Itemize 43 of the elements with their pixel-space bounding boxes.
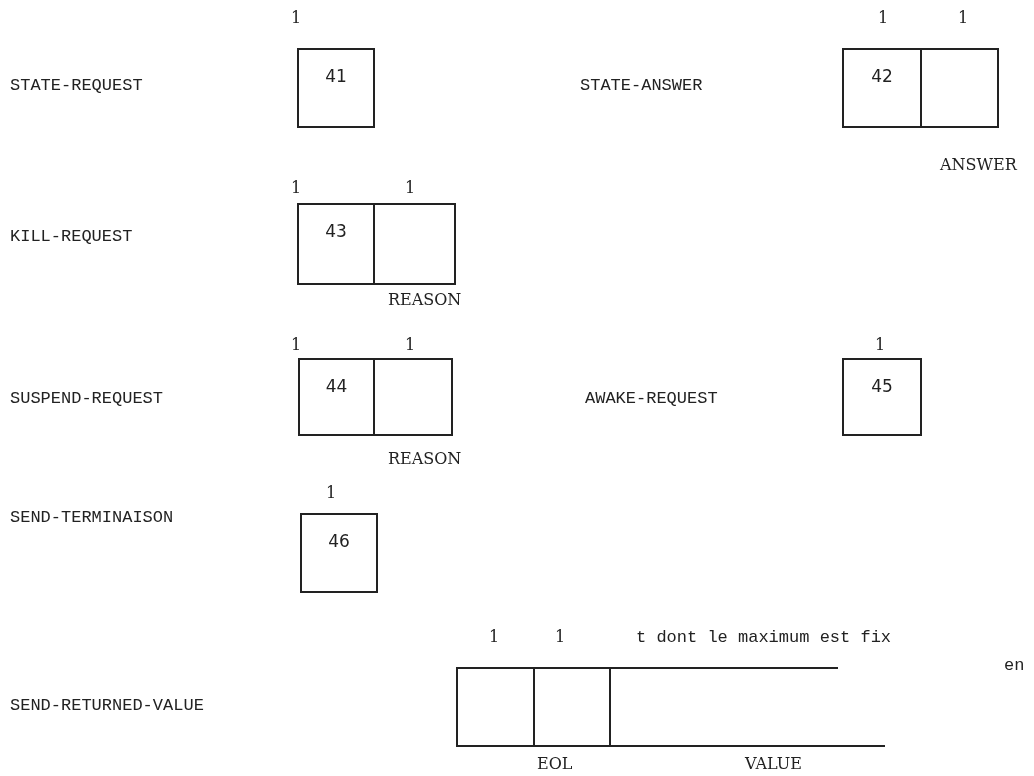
message-code: 41: [325, 68, 347, 85]
message-code: 42: [871, 68, 893, 85]
data-field: [373, 203, 456, 285]
message-name: AWAKE-REQUEST: [585, 390, 718, 407]
field-name: REASON: [388, 451, 462, 467]
message-name: SUSPEND-REQUEST: [10, 390, 164, 407]
field-length: 1: [326, 485, 337, 501]
data-field: [920, 48, 999, 128]
note-text: en: [1004, 657, 1025, 674]
field-name: REASON: [388, 292, 462, 308]
message-code-field: [842, 358, 922, 436]
field-length: 1: [555, 629, 566, 645]
message-name: KILL-REQUEST: [10, 228, 133, 245]
field-length: 1: [291, 10, 302, 26]
message-code: 45: [871, 378, 893, 395]
message-code: 43: [325, 223, 347, 240]
field-name: ANSWER: [940, 157, 1017, 173]
field-name: EOL: [537, 756, 573, 772]
message-code-field: [297, 48, 375, 128]
field-length: 1: [405, 337, 416, 353]
message-code-field: [300, 513, 378, 593]
data-field: [373, 358, 453, 436]
message-code-field: [842, 48, 922, 128]
field-name: VALUE: [745, 756, 802, 772]
field-length: 1: [405, 180, 416, 196]
field-length: 1: [958, 10, 969, 26]
message-code-field: [297, 203, 375, 285]
message-name: STATE-REQUEST: [10, 77, 143, 94]
open-ended-field: [609, 667, 885, 747]
note-text: t dont le maximum est fix: [636, 629, 892, 646]
field-length: 1: [291, 337, 302, 353]
field-length: 1: [291, 180, 302, 196]
field-length: 1: [878, 10, 889, 26]
message-code: 44: [325, 378, 348, 395]
message-name: STATE-ANSWER: [580, 77, 703, 94]
field-length: 1: [875, 337, 886, 353]
message-name: SEND-RETURNED-VALUE: [10, 697, 204, 714]
data-field: [456, 667, 535, 747]
field-length: 1: [489, 629, 500, 645]
message-name: SEND-TERMINAISON: [10, 509, 174, 526]
data-field: [533, 667, 611, 747]
message-code-field: [298, 358, 375, 436]
message-code: 46: [328, 533, 350, 550]
